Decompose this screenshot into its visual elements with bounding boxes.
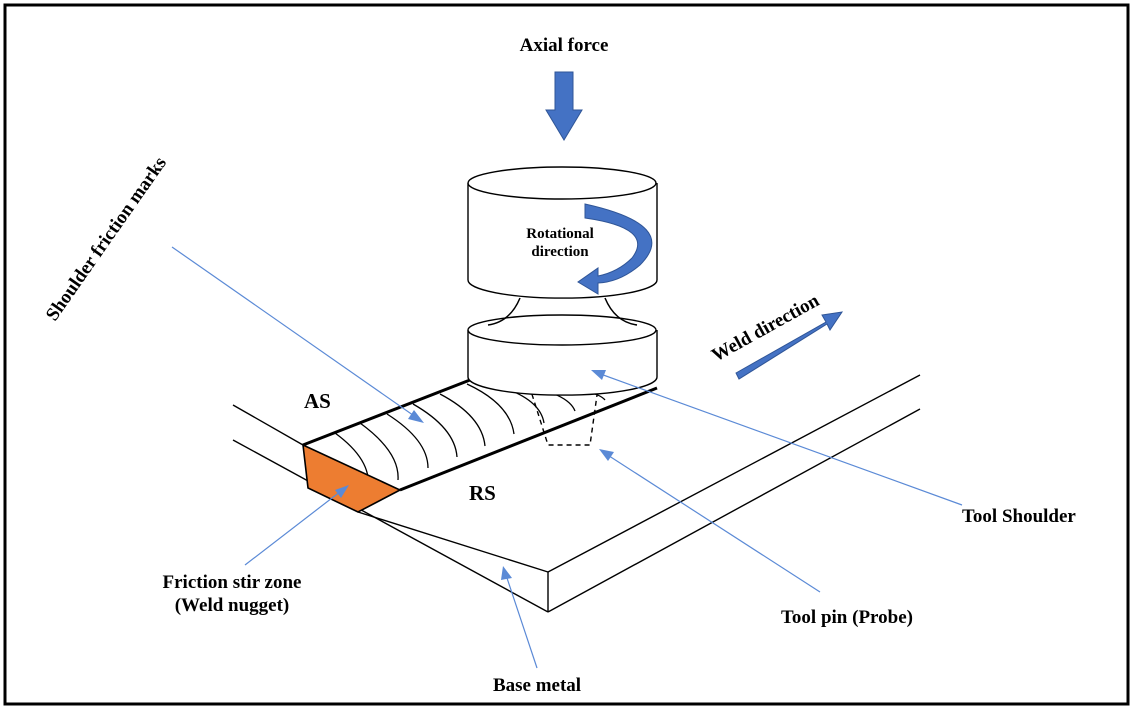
label-tool-pin: Tool pin (Probe) [781,607,913,628]
label-tool-shoulder: Tool Shoulder [962,506,1076,527]
diagram-border [3,3,1130,706]
label-retreating-side: RS [469,481,496,505]
label-rotational-line1: Rotational [526,226,594,242]
weld-seam [302,378,658,492]
label-friction-stir-zone-line2: (Weld nugget) [175,595,290,616]
rotation-arrow-icon [577,203,653,295]
leader-tool-shoulder [594,371,963,506]
weld-nugget-zone [302,443,402,513]
label-advancing-side: AS [304,389,331,413]
weld-direction-arrow-icon [735,311,844,380]
label-rotational-line2: direction [531,244,589,260]
label-shoulder-friction-marks: Shoulder friction marks [42,153,171,325]
leader-friction-stir-zone [244,487,346,566]
leader-shoulder-friction-marks [171,246,421,421]
leader-tool-pin [602,451,821,593]
axial-force-arrow-icon [545,71,583,141]
label-base-metal: Base metal [493,675,581,696]
label-weld-direction: Weld direction [708,290,823,366]
label-friction-stir-zone-line1: Friction stir zone [163,572,302,593]
label-axial-force: Axial force [520,35,609,56]
leader-arrowheads [335,370,614,580]
tool-neck [487,297,638,326]
leader-base-metal [504,571,538,669]
leader-lines [171,246,963,669]
tool-shoulder [467,314,658,396]
base-metal-plate [232,374,921,613]
